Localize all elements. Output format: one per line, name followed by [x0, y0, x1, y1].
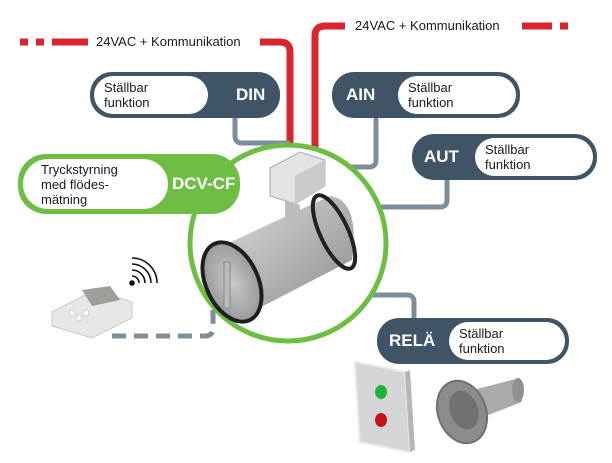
module-din[interactable]: Ställbar funktion DIN	[90, 72, 280, 118]
indicator-lamp-panel	[353, 360, 415, 454]
module-dcv-cf[interactable]: Tryckstyrning med flödes- mätning DCV-CF	[18, 154, 240, 214]
module-din-desc-box: Ställbar funktion	[94, 76, 208, 114]
wifi-signal-icon	[129, 257, 158, 286]
controller-cable	[112, 308, 216, 339]
module-ain-code: AIN	[346, 85, 376, 104]
module-dcv-cf-code: DCV-CF	[172, 174, 236, 193]
wireless-controller	[51, 286, 133, 339]
module-ain[interactable]: Ställbar funktion AIN	[332, 72, 520, 118]
module-ain-desc-box: Ställbar funktion	[398, 76, 516, 114]
module-rela[interactable]: Ställbar funktion RELÄ	[377, 318, 569, 364]
module-rela-code: RELÄ	[389, 331, 436, 350]
signal-lines	[232, 118, 450, 318]
power-line-right	[311, 22, 568, 160]
power-line-left	[20, 38, 294, 160]
power-label-right: 24VAC + Kommunikation	[355, 18, 500, 33]
module-aut-description: Ställbar funktion	[485, 142, 531, 172]
module-rela-desc-box: Ställbar funktion	[449, 322, 565, 360]
module-rela-description: Ställbar funktion	[459, 326, 505, 356]
power-label-left: 24VAC + Kommunikation	[96, 34, 241, 49]
module-ain-description: Ställbar funktion	[408, 80, 454, 110]
damper-unit	[200, 151, 358, 324]
module-din-code: DIN	[236, 85, 266, 104]
module-aut-desc-box: Ställbar funktion	[475, 138, 593, 176]
horn-siren	[435, 378, 524, 445]
module-aut[interactable]: Ställbar funktion AUT	[412, 134, 597, 180]
module-aut-code: AUT	[424, 147, 459, 166]
module-dcv-cf-description: Tryckstyrning med flödes- mätning	[41, 162, 118, 207]
module-dcv-cf-desc-box: Tryckstyrning med flödes- mätning	[23, 159, 168, 209]
module-din-description: Ställbar funktion	[104, 80, 150, 110]
